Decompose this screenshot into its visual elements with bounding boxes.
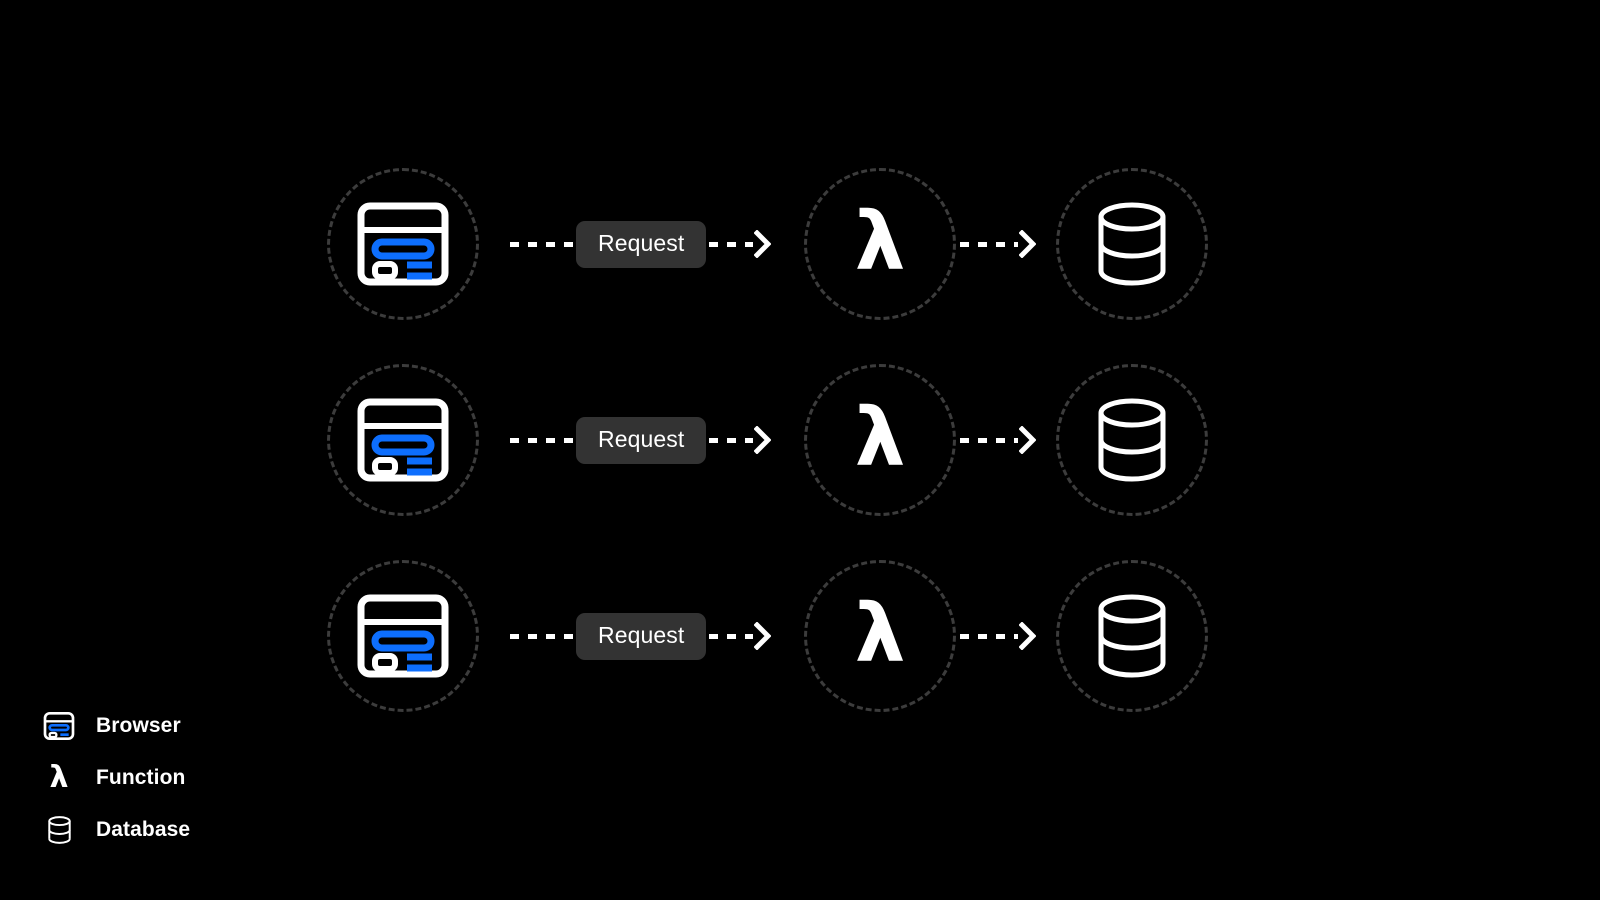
arrow-head-icon (754, 230, 772, 258)
legend-item-function: λ Function (41, 752, 361, 804)
arrow-head-icon (754, 426, 772, 454)
legend-label: Function (96, 766, 186, 789)
node-browser[interactable] (327, 168, 479, 320)
database-icon (1059, 171, 1205, 317)
dashed-line-segment (510, 241, 576, 247)
lambda-glyph: λ (854, 195, 906, 288)
node-function[interactable]: λ (804, 364, 956, 516)
browser-icon (330, 367, 476, 513)
browser-icon (330, 563, 476, 709)
legend-item-database: Database (41, 804, 361, 856)
node-function[interactable]: λ (804, 168, 956, 320)
legend-label: Database (96, 818, 191, 841)
flow-row: Request λ (0, 144, 1600, 344)
dashed-line-segment (709, 437, 754, 443)
arrow-head-icon (1019, 622, 1036, 650)
node-function[interactable]: λ (804, 560, 956, 712)
dashed-line-segment (960, 241, 1018, 247)
connector-function-to-database (960, 224, 1042, 264)
connector-function-to-database (960, 420, 1042, 460)
request-badge[interactable]: Request (576, 220, 707, 268)
lambda-glyph: λ (854, 391, 906, 484)
connector-function-to-database (960, 616, 1042, 656)
lambda-glyph: λ (49, 760, 69, 795)
arrow-head-icon (754, 622, 772, 650)
lambda-icon: λ (807, 171, 953, 317)
database-icon (1059, 563, 1205, 709)
arrow-head-icon (1019, 426, 1036, 454)
dashed-line-segment (960, 437, 1018, 443)
dashed-line-segment (510, 437, 576, 443)
legend-label: Browser (96, 714, 181, 737)
dashed-line-segment (709, 241, 754, 247)
arrow-head-icon (1019, 230, 1036, 258)
dashed-line-segment (960, 633, 1018, 639)
request-badge[interactable]: Request (576, 612, 707, 660)
lambda-icon: λ (807, 367, 953, 513)
browser-icon (330, 171, 476, 317)
legend: Browser λ Function Database (41, 700, 361, 856)
dashed-line-segment (510, 633, 576, 639)
connector-browser-to-function: Request (510, 416, 795, 464)
dashed-line-segment (709, 633, 754, 639)
lambda-icon: λ (807, 563, 953, 709)
node-browser[interactable] (327, 560, 479, 712)
flow-row: Request λ (0, 340, 1600, 540)
node-database[interactable] (1056, 168, 1208, 320)
database-icon (1059, 367, 1205, 513)
connector-browser-to-function: Request (510, 612, 795, 660)
node-database[interactable] (1056, 364, 1208, 516)
node-browser[interactable] (327, 364, 479, 516)
legend-item-browser: Browser (41, 700, 361, 752)
browser-icon (41, 709, 77, 743)
node-database[interactable] (1056, 560, 1208, 712)
flow-row: Request λ (0, 536, 1600, 736)
lambda-icon: λ (41, 761, 77, 795)
lambda-glyph: λ (854, 587, 906, 680)
connector-browser-to-function: Request (510, 220, 795, 268)
request-badge[interactable]: Request (576, 416, 707, 464)
database-icon (41, 813, 77, 847)
